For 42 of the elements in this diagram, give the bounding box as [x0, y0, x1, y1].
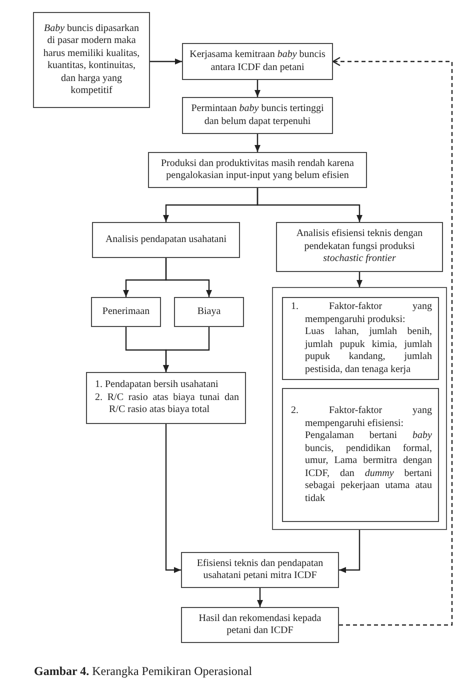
arrow: [163, 327, 210, 372]
process-box: [182, 43, 333, 80]
box-text: Kerjasama kemitraan baby buncis antara ICDF dan petani: [188, 49, 326, 74]
box-text: Penerimaan: [101, 306, 151, 318]
arrow: [257, 588, 263, 607]
dashed-arrow: [332, 56, 453, 626]
group-box: [272, 287, 447, 530]
arrow: [256, 188, 362, 222]
arrow: [339, 530, 360, 573]
box-text: Produksi dan produktivitas masih rendah karena pengalokasian input-input yang belum efisien: [160, 158, 355, 182]
arrow: [254, 80, 260, 97]
figure-caption: Gambar 4. Kerangka Pemikiran Operasional: [34, 664, 252, 679]
arrow: [165, 258, 212, 297]
list-item: 1. Pendapatan bersih usahatani: [95, 379, 220, 392]
box-text: Analisis efisiensi teknis dengan pendekatan fungsi produksi stochastic frontier: [295, 228, 424, 266]
process-box: [181, 552, 339, 588]
box-text: Baby buncis dipasarkan di pasar modern maka harus memiliki kualitas, kuantitas, kontinuitas, dan harga yang kompetitif: [42, 22, 141, 98]
box-text: Efisiensi teknis dan pendapatan usahatani petani mitra ICDF: [196, 558, 324, 582]
list-item: 2. Faktor-faktor yang mempengaruhi efisiensi:: [291, 405, 432, 430]
arrow: [150, 58, 182, 64]
arrow: [254, 134, 260, 152]
arrow: [165, 424, 181, 573]
process-box: [181, 607, 339, 643]
list-box: [282, 388, 439, 522]
box-text: Hasil dan rekomendasi kepada petani dan ICDF: [198, 612, 322, 638]
list-box: [86, 372, 246, 424]
arrow: [356, 272, 362, 287]
process-box: [276, 222, 443, 272]
process-box: [91, 297, 161, 327]
list-item: 1. Faktor-faktor yang mempengaruhi produksi:: [291, 301, 432, 326]
process-box: [92, 222, 240, 258]
list-box: [282, 297, 439, 380]
box-text: Biaya: [196, 306, 222, 318]
process-box: [33, 12, 150, 108]
box-text: Analisis pendapatan usahatani: [104, 234, 228, 246]
process-box: [182, 97, 333, 134]
list-item: Luas lahan, jumlah benih, jumlah pupuk kimia, jumlah pupuk kandang, jumlah pestisida, dan tenaga kerja: [304, 326, 432, 376]
list-item: 2. R/C rasio atas biaya tunai dan R/C rasio atas biaya total: [95, 392, 239, 417]
process-box: [148, 152, 367, 188]
box-text: Permintaan baby buncis tertinggi dan belum dapat terpenuhi: [190, 103, 325, 128]
list-item: Pengalaman bertani baby buncis, pendidikan formal, umur, Lama bermitra dengan ICDF, dan dummy bertani sebagai pekerjaan utama atau tidak: [304, 430, 432, 505]
process-box: [174, 297, 244, 327]
